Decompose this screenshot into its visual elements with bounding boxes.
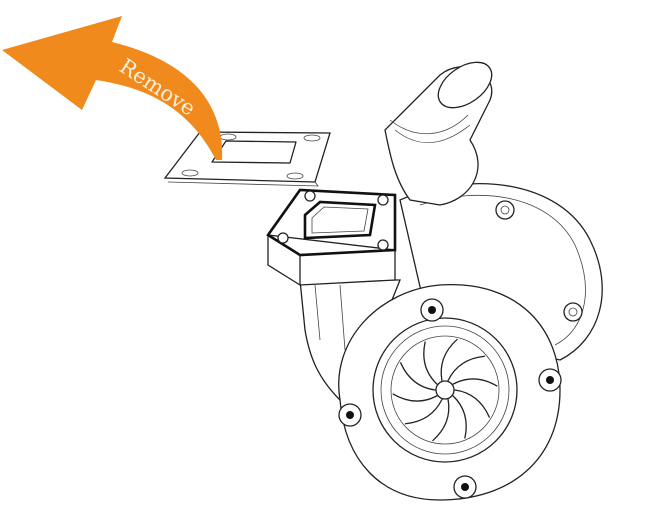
wheel-blade — [392, 393, 438, 402]
wheel-blade — [404, 398, 443, 425]
wheel-blade — [447, 355, 486, 382]
wheel-hub-nut — [435, 380, 455, 400]
compressor-outlet — [384, 61, 493, 206]
wheel-blade — [400, 362, 436, 391]
wheel-blade — [454, 389, 490, 418]
remove-arrow: Remove — [2, 16, 223, 160]
wheel-blade — [452, 395, 467, 439]
wheel-blade — [440, 338, 458, 382]
gasket — [163, 131, 331, 187]
turbine-inlet-flange — [266, 188, 397, 286]
compressor-wheel — [392, 338, 498, 442]
wheel-blade — [432, 398, 450, 442]
housing-bolts — [338, 298, 562, 499]
wheel-blade — [452, 378, 498, 387]
wheel-blade — [423, 341, 438, 385]
